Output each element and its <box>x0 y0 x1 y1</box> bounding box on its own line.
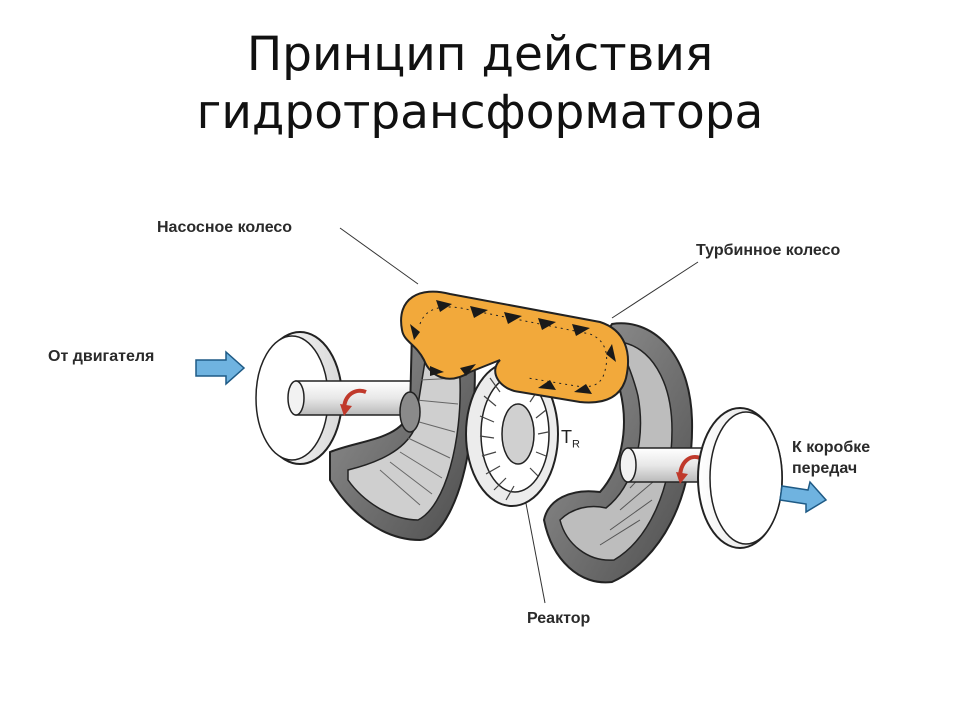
output-flange <box>697 407 783 549</box>
to-gearbox-label: К коробке передач <box>792 437 870 479</box>
torque-label: TR <box>561 427 580 451</box>
title-line-2: гидротрансформатора <box>196 85 764 140</box>
to-gearbox-line-2: передач <box>792 460 858 477</box>
reactor-wheel <box>465 361 559 507</box>
torque-symbol: T <box>561 427 572 447</box>
pump-wheel-label: Насосное колесо <box>157 219 293 236</box>
reactor-label: Реактор <box>527 610 591 627</box>
turbine-leader-line <box>611 261 699 319</box>
arrow-right-icon <box>195 350 246 386</box>
torque-subscript: R <box>572 438 580 451</box>
input-shaft <box>287 380 415 416</box>
rotation-arrow-output-head <box>676 472 688 484</box>
turbine-wheel-label: Турбинное колесо <box>696 242 841 259</box>
pump-leader-line <box>339 227 419 285</box>
arrow-right-icon <box>779 480 828 514</box>
from-engine-label: От двигателя <box>48 348 155 365</box>
to-gearbox-line-1: К коробке <box>792 439 871 456</box>
fluid-flow-path <box>400 290 630 404</box>
title-line-1: Принцип действия <box>246 27 714 82</box>
slide-title: Принцип действия гидротрансформатора <box>0 26 960 142</box>
rotation-arrow-input-head <box>340 404 352 416</box>
